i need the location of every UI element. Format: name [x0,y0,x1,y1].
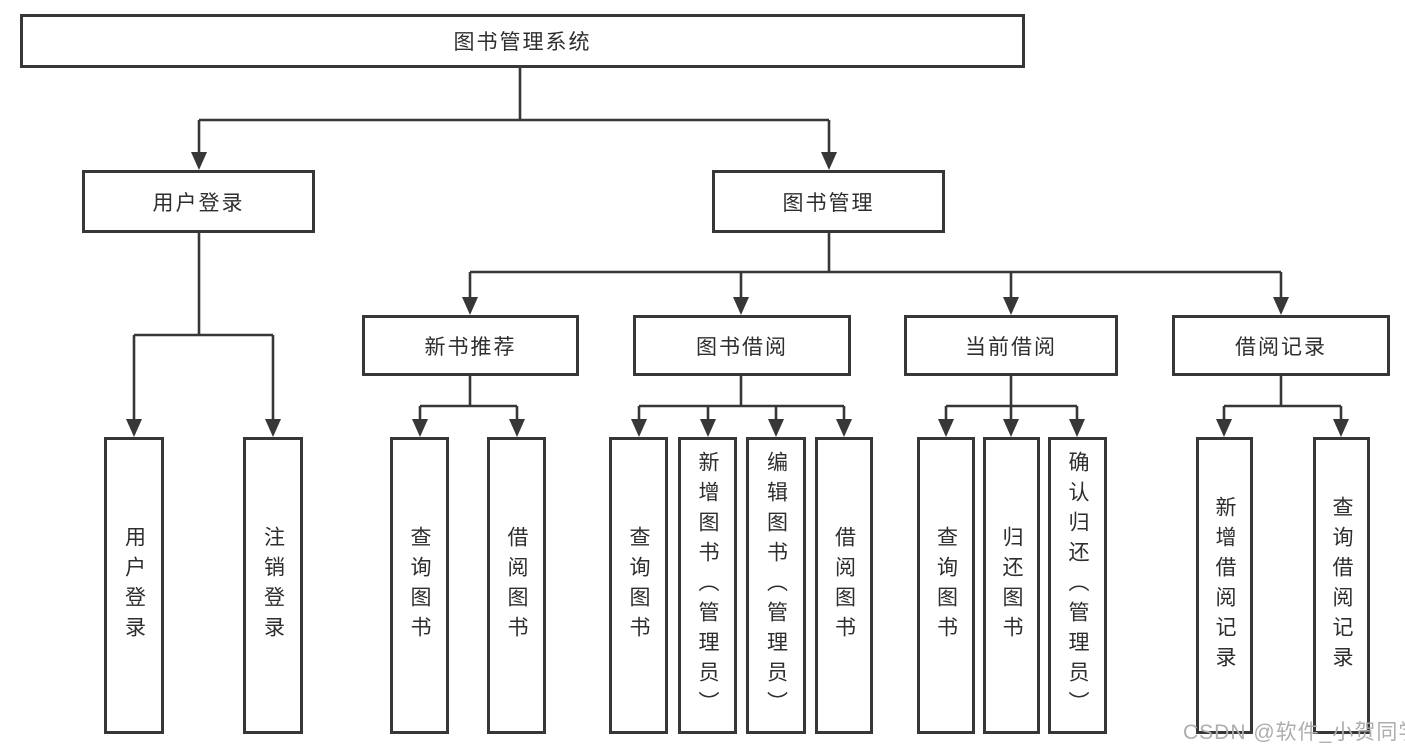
connector-lines [132,68,1343,420]
node-leaf-logout: 注销登录 [243,437,303,734]
node-leaf-query-books-borrow: 查询图书 [609,437,668,734]
node-leaf-query-borrow-record: 查询借阅记录 [1313,437,1370,734]
node-module-current-borrow: 当前借阅 [904,315,1118,376]
node-root: 图书管理系统 [20,14,1025,68]
csdn-watermark: CSDN @软件_小贺同学 [1183,721,1405,744]
node-leaf-add-borrow-record: 新增借阅记录 [1196,437,1253,734]
node-module-book-borrow: 图书借阅 [633,315,851,376]
node-branch-user-login: 用户登录 [82,170,315,233]
node-leaf-borrow-books: 借阅图书 [815,437,873,734]
arrowheads [126,152,1349,437]
node-leaf-query-books-recommend: 查询图书 [390,437,449,734]
node-module-borrow-records: 借阅记录 [1172,315,1390,376]
node-branch-book-management: 图书管理 [712,170,945,233]
node-leaf-borrow-books-recommend: 借阅图书 [487,437,546,734]
node-module-new-book-recommend: 新书推荐 [362,315,579,376]
node-leaf-user-login: 用户登录 [104,437,164,734]
node-leaf-query-books-current: 查询图书 [917,437,975,734]
node-leaf-confirm-return-admin: 确认归还（管理员） [1048,437,1107,734]
node-leaf-edit-books-admin: 编辑图书（管理员） [746,437,806,734]
node-leaf-return-books: 归还图书 [983,437,1040,734]
node-leaf-add-books-admin: 新增图书（管理员） [678,437,737,734]
